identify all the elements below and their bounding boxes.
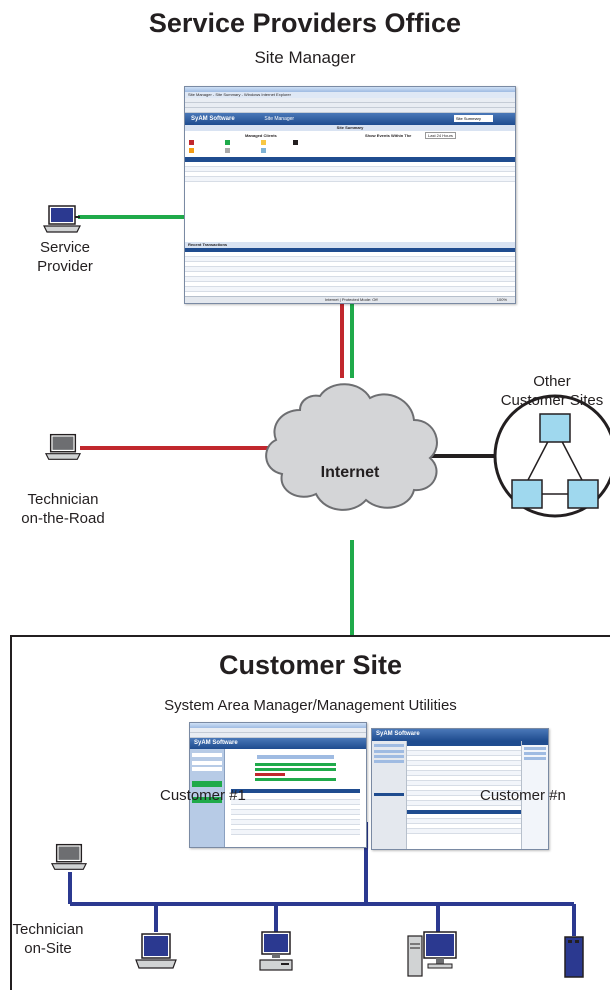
status-bar: Internet | Protected Mode: Off 100% <box>185 296 515 303</box>
customer-n-label: Customer #n <box>480 787 566 804</box>
printer-icon <box>564 936 584 978</box>
brand-label: SyAM Software <box>372 729 548 741</box>
app-header: SyAM Software Site Manager Site Summary <box>185 113 515 125</box>
transactions-label: Recent Transactions <box>185 242 515 248</box>
brand-label: SyAM Software <box>191 116 235 122</box>
window-title: Site Manager - Site Summary - Windows In… <box>185 92 515 98</box>
laptop-icon <box>135 933 177 969</box>
laptop-icon <box>43 205 81 233</box>
page-label: Site Manager <box>264 116 295 122</box>
workstation-icon <box>259 931 293 971</box>
system-area-manager-screenshot: SyAM Software <box>189 722 367 848</box>
events-range[interactable]: Last 24 Hours <box>425 132 456 139</box>
office-subtitle: Site Manager <box>254 48 356 67</box>
customer-site-box <box>10 635 610 990</box>
brand-label: SyAM Software <box>190 738 366 749</box>
customer-1-label: Customer #1 <box>160 787 246 804</box>
events-label: Show Events Within The <box>365 133 412 138</box>
laptop-icon <box>44 433 82 460</box>
cloud-icon <box>265 383 438 511</box>
internet-label: Internet <box>320 464 380 481</box>
server-device-icon <box>407 931 457 977</box>
view-dropdown[interactable]: Site Summary <box>453 115 493 122</box>
status-text: Internet | Protected Mode: Off <box>325 297 378 302</box>
management-utilities-screenshot: SyAM Software <box>371 728 549 850</box>
site-manager-screenshot: Site Manager - Site Summary - Windows In… <box>184 86 516 304</box>
section-header: Site Summary <box>185 125 515 131</box>
zoom-level: 100% <box>496 297 507 302</box>
laptop-icon <box>50 843 88 870</box>
office-title: Service Providers Office <box>148 8 462 38</box>
summary-panel: Managed Clients Show Events Within The L… <box>185 131 515 157</box>
customer-site-subtitle: System Area Manager/Management Utilities <box>164 697 457 714</box>
window-title-bar <box>185 87 515 92</box>
customer-site-title: Customer Site <box>218 650 403 680</box>
managed-clients-label: Managed Clients <box>245 133 277 138</box>
network-nodes-icon <box>493 394 610 518</box>
